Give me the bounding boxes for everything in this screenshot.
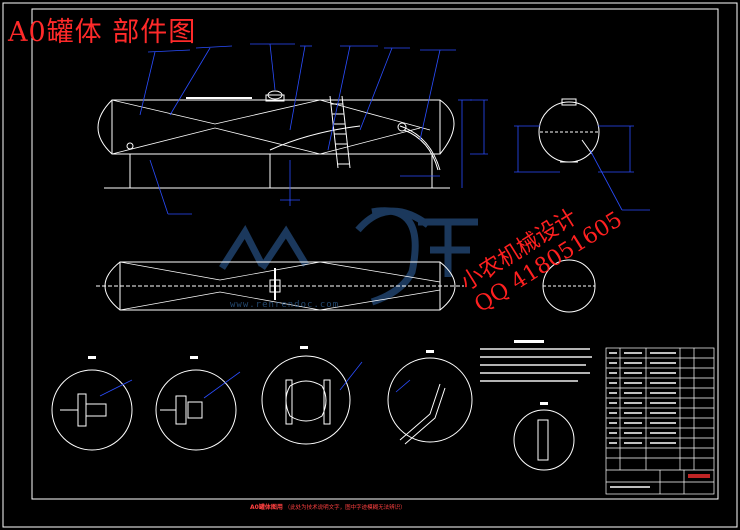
tank-elevation-view bbox=[97, 90, 455, 189]
sheet-border-inner bbox=[31, 8, 719, 500]
watermark-logo bbox=[219, 207, 478, 306]
parts-list-table bbox=[605, 347, 715, 495]
detail-labels bbox=[88, 346, 548, 405]
end-view-dimensions bbox=[514, 125, 650, 211]
footer-body: （此处为技术说明文字，图中字迹模糊无法辨识） bbox=[284, 505, 406, 511]
detail-views bbox=[51, 355, 575, 471]
elevation-dimensions bbox=[139, 43, 488, 215]
tech-notes bbox=[480, 340, 592, 382]
footer-heading: A0罐体图用 bbox=[250, 504, 283, 511]
watermark-site: www.renrendoc.com bbox=[230, 300, 340, 310]
tank-end-view bbox=[538, 98, 600, 163]
detail-leaders bbox=[99, 361, 411, 399]
footer-notes: A0罐体图用 （此处为技术说明文字，图中字迹模糊无法辨识） bbox=[250, 504, 510, 512]
parts-list-entries bbox=[609, 352, 710, 488]
drawing-title: A0罐体 部件图 bbox=[8, 17, 197, 48]
tank-plan-view bbox=[96, 259, 596, 313]
